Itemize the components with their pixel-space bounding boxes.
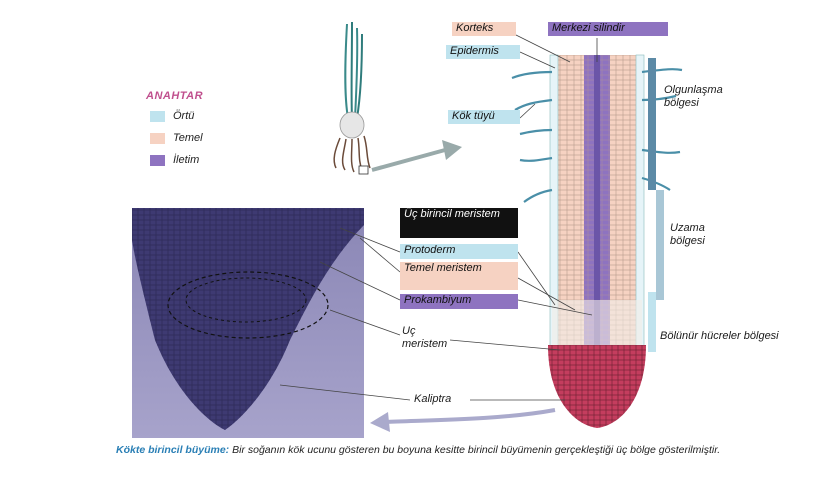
root-section (511, 54, 683, 428)
iletim-swatch (150, 154, 165, 166)
onion-illustration (333, 21, 371, 175)
leader-lines (279, 31, 598, 401)
temel-swatch (150, 132, 165, 144)
label-korteks: Korteks (452, 22, 516, 36)
label-prokambiyum: Prokambiyum (400, 294, 518, 309)
label-epidermis: Epidermis (446, 45, 520, 59)
zoom-arrow (371, 148, 446, 172)
key-label-iletim: İletim (173, 154, 200, 166)
caption-title: Kökte birincil büyüme: (116, 444, 230, 456)
micrograph (132, 208, 364, 438)
key-label-temel: Temel (173, 132, 203, 144)
key-item-iletim: İletim (150, 152, 199, 168)
key-label-ortu: Örtü (173, 110, 195, 122)
label-protoderm: Protoderm (400, 244, 518, 259)
return-arrow (384, 408, 556, 424)
elongation-zone-bar (656, 190, 664, 300)
label-kok-tuyu: Kök tüyü (448, 110, 520, 124)
label-merkezi-silindir: Merkezi silindir (548, 22, 668, 36)
label-bolunur: Bölünür hücreler bölgesi (660, 330, 779, 342)
figure-caption: Kökte birincil büyüme: Bir soğanın kök u… (116, 444, 796, 457)
maturation-zone-bar (648, 58, 656, 190)
division-zone-bar (648, 292, 656, 352)
label-uc-birincil-meristem: Üç birincil meristem (400, 208, 518, 238)
label-temel-meristem: Temel meristem (400, 262, 518, 290)
key-item-temel: Temel (150, 130, 203, 146)
label-uzama: Uzama bölgesi (670, 222, 705, 247)
label-kaliptra: Kaliptra (414, 393, 452, 405)
key-item-ortu: Örtü (150, 108, 194, 124)
label-uc-meristem: Uç meristem (402, 325, 448, 350)
key-title: ANAHTAR (146, 90, 204, 102)
caption-text: Bir soğanın kök ucunu gösteren bu boyuna… (229, 444, 721, 456)
ortu-swatch (150, 110, 165, 122)
label-olgunlasma: Olgunlaşma bölgesi (664, 84, 723, 109)
